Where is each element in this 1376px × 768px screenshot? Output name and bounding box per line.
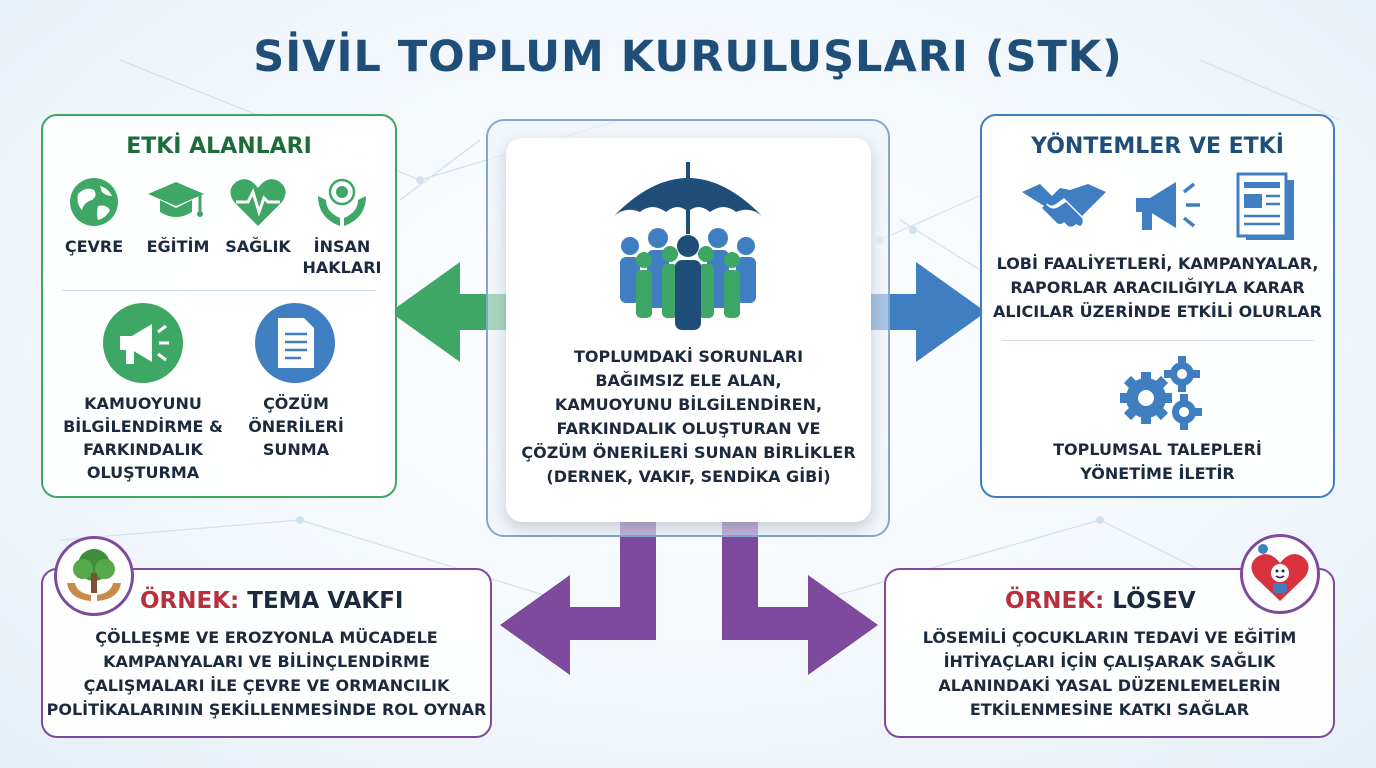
center-description: TOPLUMDAKİ SORUNLARI BAĞIMSIZ ELE ALAN, … <box>521 347 856 486</box>
example-prefix: ÖRNEK: <box>1005 588 1105 614</box>
impact-item-label: SAĞLIK <box>225 237 291 256</box>
example-losev-title: ÖRNEK: LÖSEV <box>1005 588 1196 614</box>
methods-divider <box>1002 340 1314 341</box>
impact-divider <box>62 290 376 291</box>
example-prefix: ÖRNEK: <box>140 588 240 614</box>
graduation-cap-icon <box>148 182 204 217</box>
impact-item-label: İNSAN HAKLARI <box>302 237 382 277</box>
megaphone-icon <box>103 303 183 383</box>
example-tema-text: ÇÖLLEŞME VE EROZYONLA MÜCADELE KAMPANYAL… <box>46 628 487 719</box>
page-title: SİVİL TOPLUM KURULUŞLARI (STK) <box>253 32 1123 82</box>
left-green-arrow <box>390 262 520 362</box>
impact-item-label: ÇEVRE <box>64 237 124 256</box>
globe-icon <box>70 178 118 226</box>
report-icon <box>1236 172 1294 240</box>
example-name: TEMA VAKFI <box>247 588 404 614</box>
umbrella-people-icon <box>614 162 762 330</box>
impact-function-label: ÇÖZÜM ÖNERİLERİ SUNMA <box>248 394 344 459</box>
impact-item-label: EĞİTİM <box>146 237 210 256</box>
methods-text-1: LOBİ FAALİYETLERİ, KAMPANYALAR, RAPORLAR… <box>992 254 1322 321</box>
example-tema-title: ÖRNEK: TEMA VAKFI <box>140 588 404 614</box>
heart-child-logo <box>1240 534 1320 614</box>
methods-heading: YÖNTEMLER VE ETKİ <box>1031 134 1284 159</box>
right-blue-arrow <box>860 262 986 362</box>
impact-areas-panel <box>41 114 397 498</box>
handshake-icon <box>1022 184 1106 227</box>
document-icon <box>255 303 335 383</box>
tree-hands-logo <box>54 536 134 616</box>
impact-function-label: KAMUOYUNU BİLGİLENDİRME & FARKINDALIK OL… <box>63 394 223 482</box>
example-name: LÖSEV <box>1112 588 1196 614</box>
hands-icon <box>318 178 366 226</box>
megaphone-icon <box>1136 182 1200 230</box>
impact-areas-heading: ETKİ ALANLARI <box>126 134 312 159</box>
methods-text-2: TOPLUMSAL TALEPLERİ YÖNETİME İLETİR <box>1053 440 1262 483</box>
example-losev-text: LÖSEMİLİ ÇOCUKLARIN TEDAVİ VE EĞİTİM İHT… <box>922 628 1297 719</box>
heart-pulse-icon <box>230 179 286 226</box>
gears-icon <box>1120 356 1202 430</box>
down-left-purple-arrow <box>500 515 656 675</box>
down-right-purple-arrow <box>722 515 878 675</box>
